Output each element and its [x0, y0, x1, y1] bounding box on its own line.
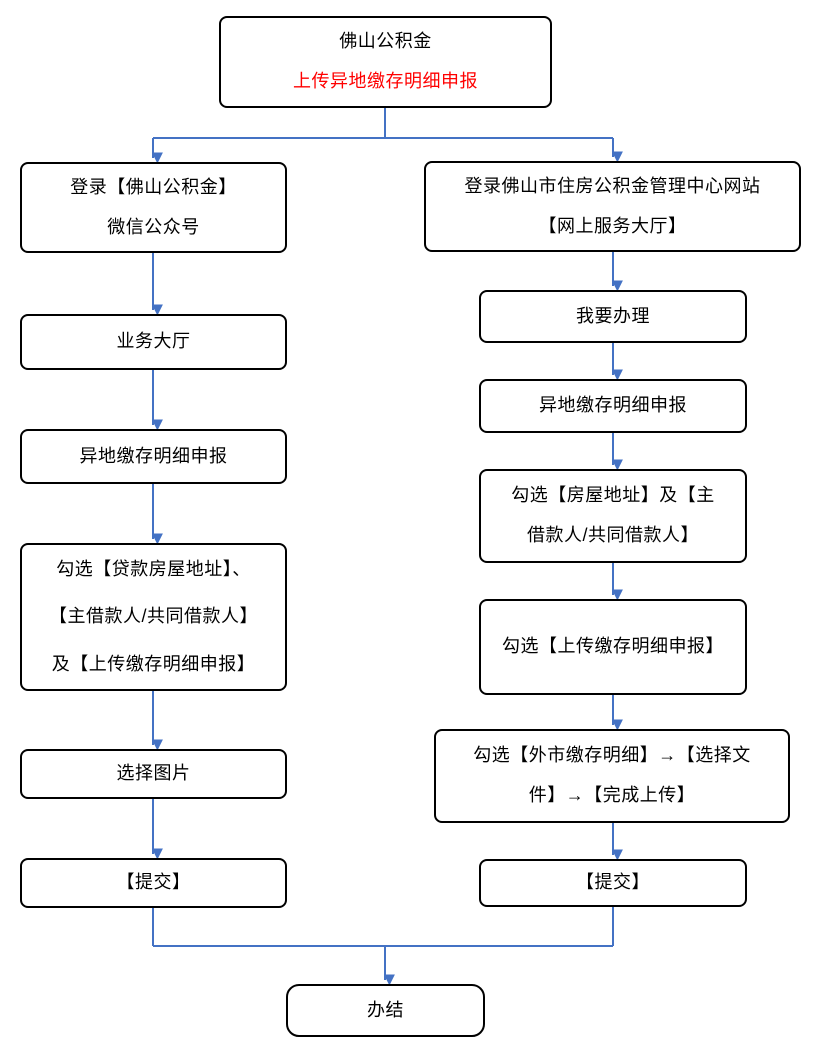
remote-deposit-declaration-node-right: 异地缴存明细申报 [479, 379, 747, 433]
submit-node-right: 【提交】 [479, 859, 747, 907]
remote-deposit-declaration-node-left: 异地缴存明细申报 [20, 429, 287, 484]
node-line: 勾选【贷款房屋地址】、 [56, 558, 251, 579]
end-node: 办结 [286, 984, 485, 1037]
node-line: 勾选【外市缴存明细】→【选择文 [473, 745, 751, 766]
node-line: 异地缴存明细申报 [79, 445, 228, 466]
check-upload-declaration-node: 勾选【上传缴存明细申报】 [479, 599, 747, 695]
node-line: 选择图片 [116, 763, 191, 784]
node-line: 微信公众号 [107, 216, 200, 237]
start-node-subtitle: 上传异地缴存明细申报 [293, 71, 478, 91]
node-line: 业务大厅 [116, 331, 191, 352]
node-line: 【主借款人/共同借款人】 [49, 606, 258, 627]
node-line: 【提交】 [576, 872, 650, 893]
node-line: 勾选【上传缴存明细申报】 [502, 636, 724, 657]
wechat-login-node: 登录【佛山公积金】 微信公众号 [20, 162, 287, 253]
node-line: 借款人/共同借款人】 [526, 525, 699, 545]
node-line: 登录【佛山公积金】 [70, 176, 237, 197]
node-line: 【提交】 [116, 872, 191, 893]
check-loan-house-address-node: 勾选【贷款房屋地址】、 【主借款人/共同借款人】 及【上传缴存明细申报】 [20, 543, 287, 691]
check-house-address-node: 勾选【房屋地址】及【主 借款人/共同借款人】 [479, 469, 747, 563]
node-line: 件】→【完成上传】 [528, 785, 696, 805]
website-login-node: 登录佛山市住房公积金管理中心网站 【网上服务大厅】 [424, 161, 801, 252]
check-file-upload-node: 勾选【外市缴存明细】→【选择文 件】→【完成上传】 [434, 729, 790, 823]
node-line: 勾选【房屋地址】及【主 [511, 485, 715, 506]
start-node-title: 佛山公积金 [339, 31, 432, 52]
node-line: 办结 [367, 999, 404, 1020]
business-hall-node: 业务大厅 [20, 314, 287, 370]
node-line: 及【上传缴存明细申报】 [51, 653, 256, 674]
submit-node-left: 【提交】 [20, 858, 287, 908]
node-line: 登录佛山市住房公积金管理中心网站 [464, 175, 761, 196]
node-line: 我要办理 [576, 305, 650, 326]
node-line: 异地缴存明细申报 [539, 395, 687, 416]
start-node: 佛山公积金 上传异地缴存明细申报 [219, 16, 552, 108]
i-want-to-handle-node: 我要办理 [479, 290, 747, 343]
select-image-node: 选择图片 [20, 749, 287, 799]
node-line: 【网上服务大厅】 [538, 215, 687, 236]
